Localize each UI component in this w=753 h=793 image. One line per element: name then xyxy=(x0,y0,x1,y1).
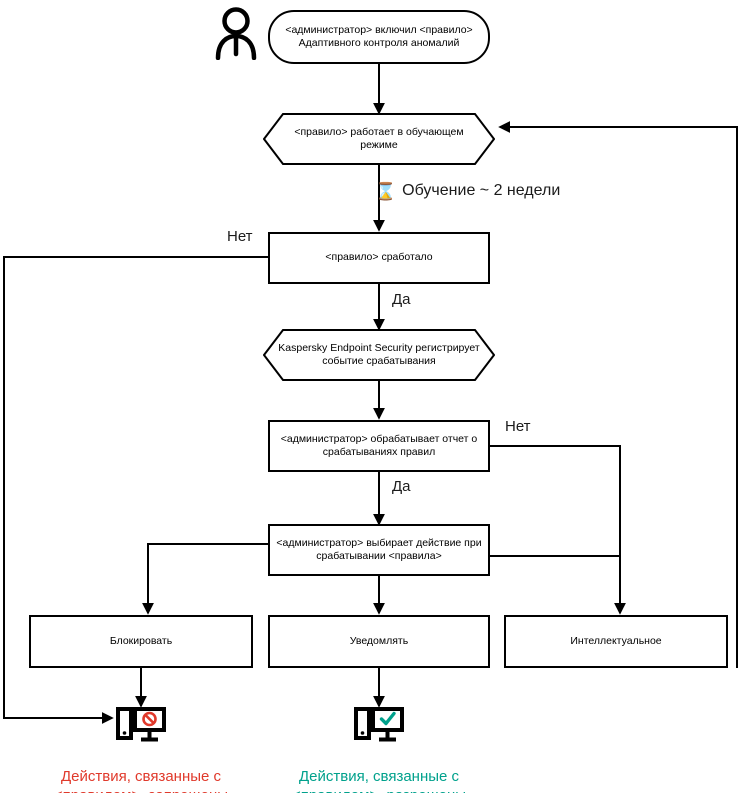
edge-label-yes-rule-triggered: Да xyxy=(392,291,411,308)
node-start-label: <администратор> включил <правило> Адапти… xyxy=(285,23,473,49)
node-admin-choice[interactable]: <администратор> выбирает действие при ср… xyxy=(268,524,490,576)
person-icon xyxy=(207,6,265,61)
node-action-block-label: Блокировать xyxy=(109,634,173,647)
node-admin-report[interactable]: <администратор> обрабатывает отчет о сра… xyxy=(268,420,490,472)
outcome-allowed-caption-text: Действия, связанные с <правилом>, разреш… xyxy=(292,767,466,793)
edge-label-yes-admin-report-text: Да xyxy=(392,478,411,495)
node-rule-triggered-label: <правило> сработало xyxy=(325,251,433,264)
node-action-smart-label: Интеллектуальное xyxy=(570,634,662,647)
outcome-denied-caption-text: Действия, связанные с <правилом>, запрещ… xyxy=(54,767,228,793)
node-learning-mode-label: <правило> работает в обучающем режиме xyxy=(294,125,464,151)
node-action-notify[interactable]: Уведомлять xyxy=(268,615,490,668)
edge-label-no-admin-report-text: Нет xyxy=(505,418,531,435)
node-kes-registers[interactable]: Kaspersky Endpoint Security регистрирует… xyxy=(263,329,495,381)
edge-label-yes-rule-triggered-text: Да xyxy=(392,291,411,308)
edge-label-no-rule-triggered: Нет xyxy=(227,228,253,245)
edge-label-yes-admin-report: Да xyxy=(392,478,411,495)
node-action-smart[interactable]: Интеллектуальное xyxy=(504,615,728,668)
node-admin-choice-label: <администратор> выбирает действие при ср… xyxy=(276,536,482,562)
node-rule-triggered[interactable]: <правило> сработало xyxy=(268,232,490,284)
node-action-notify-label: Уведомлять xyxy=(349,634,409,647)
outcome-allowed-caption: Действия, связанные с <правилом>, разреш… xyxy=(249,747,509,793)
computer-denied-icon xyxy=(116,705,166,745)
node-action-block[interactable]: Блокировать xyxy=(29,615,253,668)
computer-allowed-icon xyxy=(354,705,404,745)
edge-label-no-rule-triggered-text: Нет xyxy=(227,228,253,245)
node-start[interactable]: <администратор> включил <правило> Адапти… xyxy=(268,10,490,64)
outcome-denied-caption: Действия, связанные с <правилом>, запрещ… xyxy=(11,747,271,793)
hourglass-icon: ⌛ xyxy=(375,181,397,201)
edge-label-no-admin-report: Нет xyxy=(505,418,531,435)
learning-duration-text: Обучение ~ 2 недели xyxy=(402,182,561,199)
learning-duration-label: ⌛ Обучение ~ 2 недели xyxy=(375,182,560,200)
node-learning-mode[interactable]: <правило> работает в обучающем режиме xyxy=(263,113,495,165)
node-kes-registers-label: Kaspersky Endpoint Security регистрирует… xyxy=(278,341,480,367)
node-admin-report-label: <администратор> обрабатывает отчет о сра… xyxy=(280,432,478,458)
